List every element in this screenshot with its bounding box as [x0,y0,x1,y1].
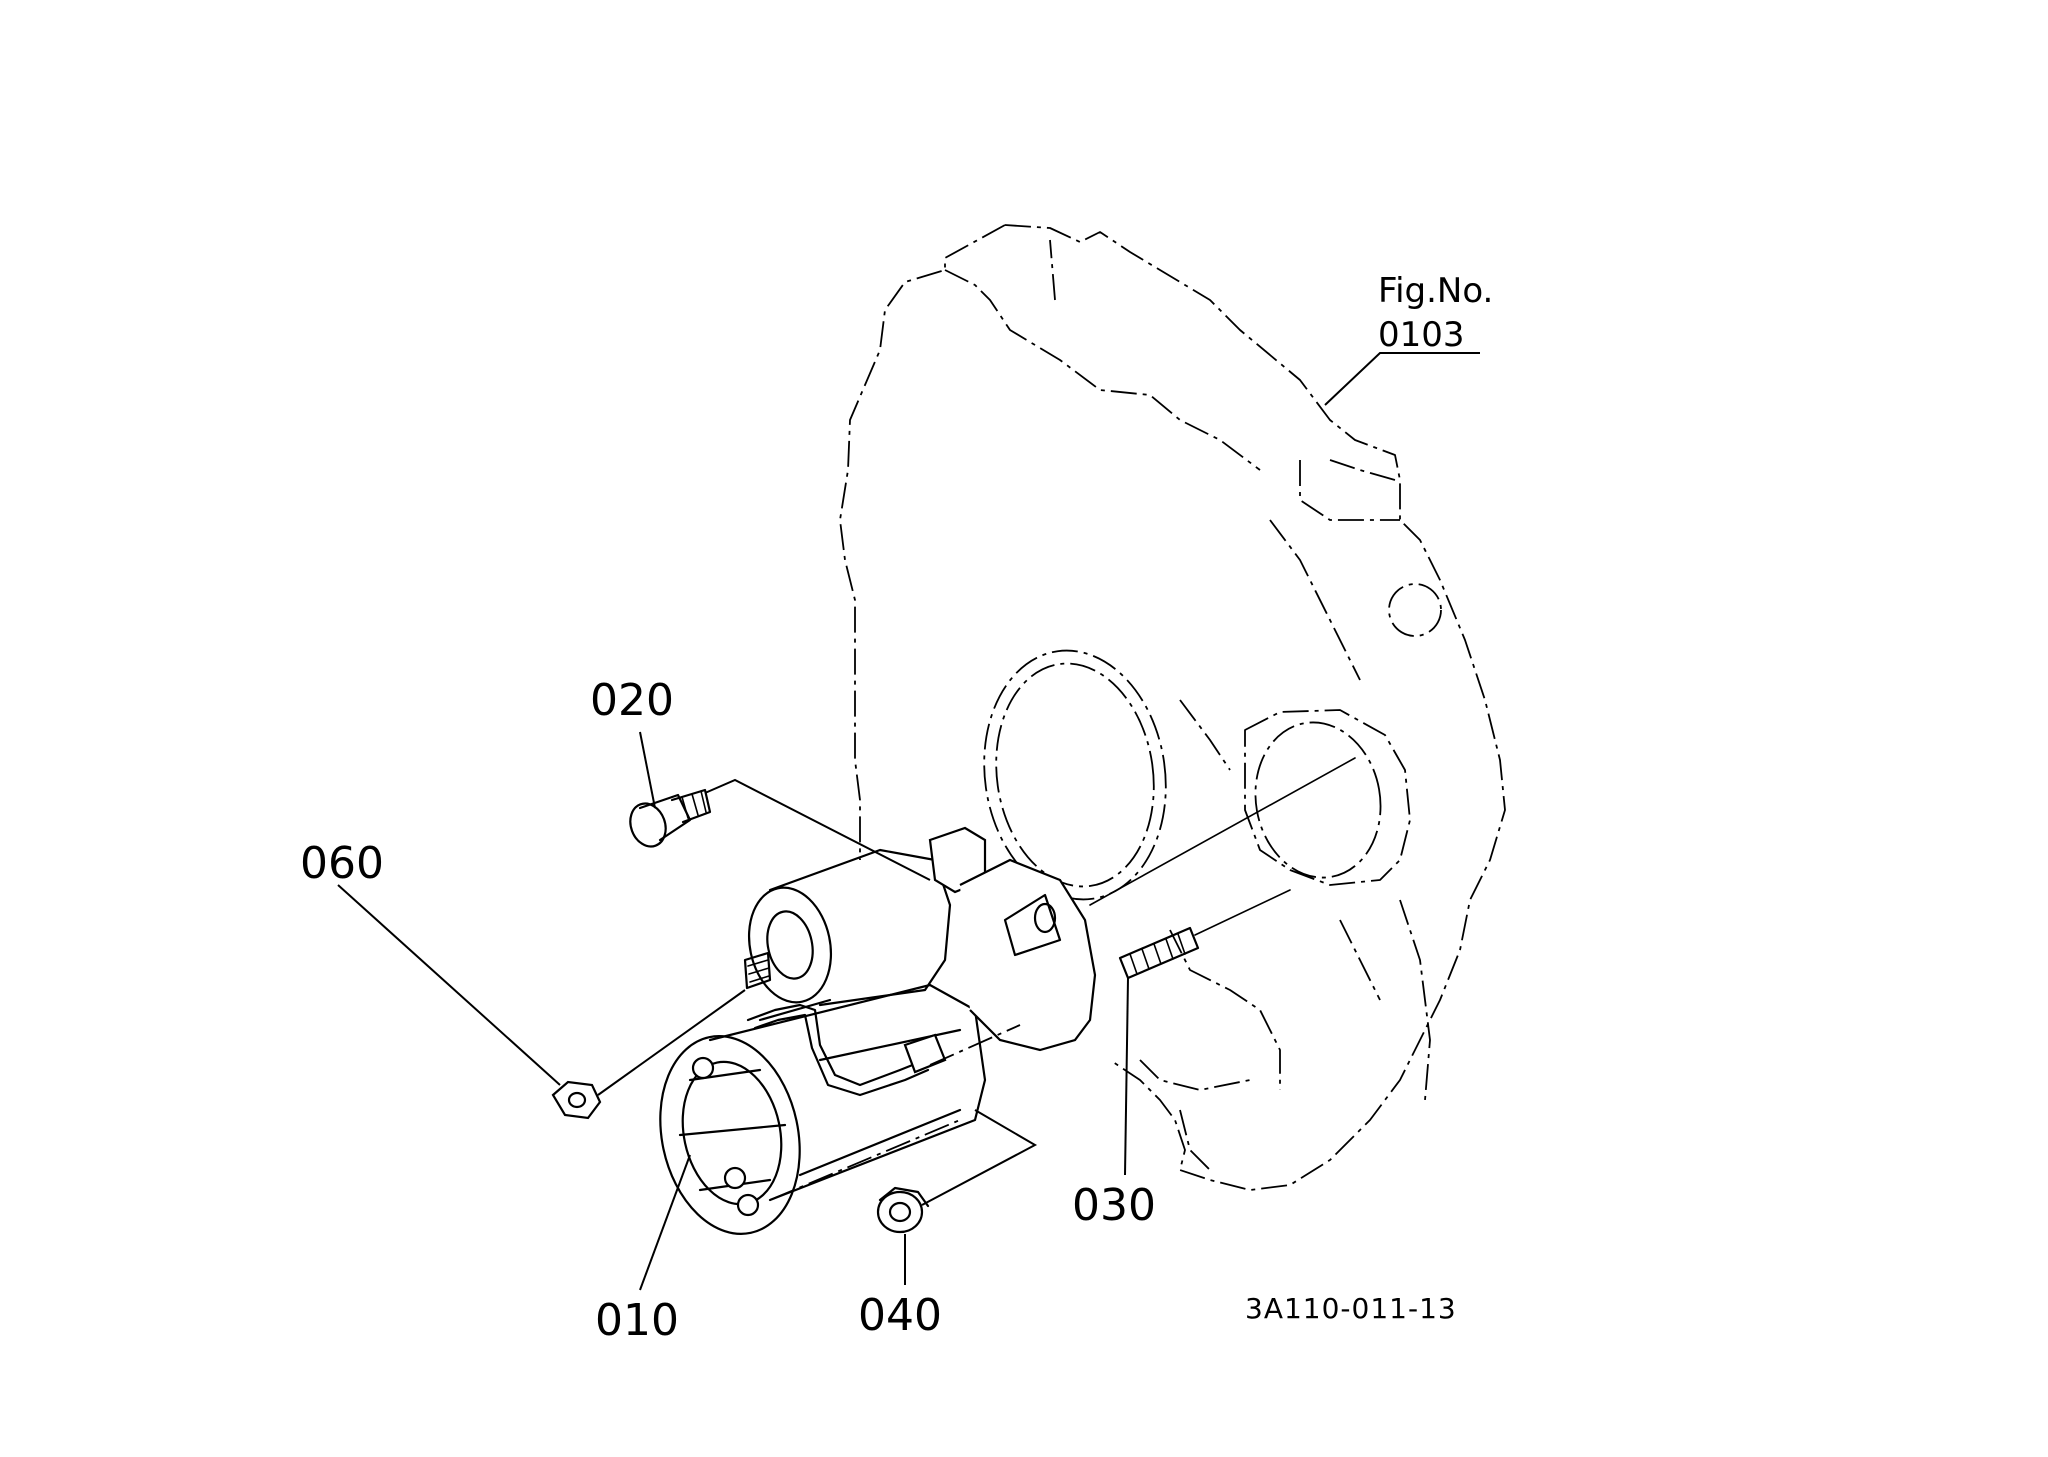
leader-020-callout [639,731,656,809]
flywheel-housing-phantom [839,224,1506,1191]
leader-020-assembly [704,778,931,881]
callout-060: 060 [300,838,384,889]
leader-060-callout [337,884,561,1086]
leader-060-assembly [597,989,746,1096]
figref-line1: Fig.No. [1378,271,1493,311]
axis-flange-upper [1089,757,1356,906]
callout-030: 030 [1072,1180,1156,1231]
bolt-020 [629,788,712,848]
leader-figref [1324,352,1480,406]
stud-030 [1118,926,1200,980]
axis-030 [1194,889,1291,936]
nut-060 [551,1080,602,1120]
callout-020: 020 [590,675,674,726]
callout-040: 040 [858,1290,942,1341]
starter-motor [659,826,1097,1235]
callout-010: 010 [595,1295,679,1346]
drawing-number: 3A110-011-13 [1245,1292,1457,1325]
leader-040-assembly [921,1109,1038,1206]
figref-line2: 0103 [1378,315,1465,355]
nut-040 [876,1186,930,1234]
leader-010-callout [639,1154,691,1291]
leader-030-callout [1124,977,1129,1176]
